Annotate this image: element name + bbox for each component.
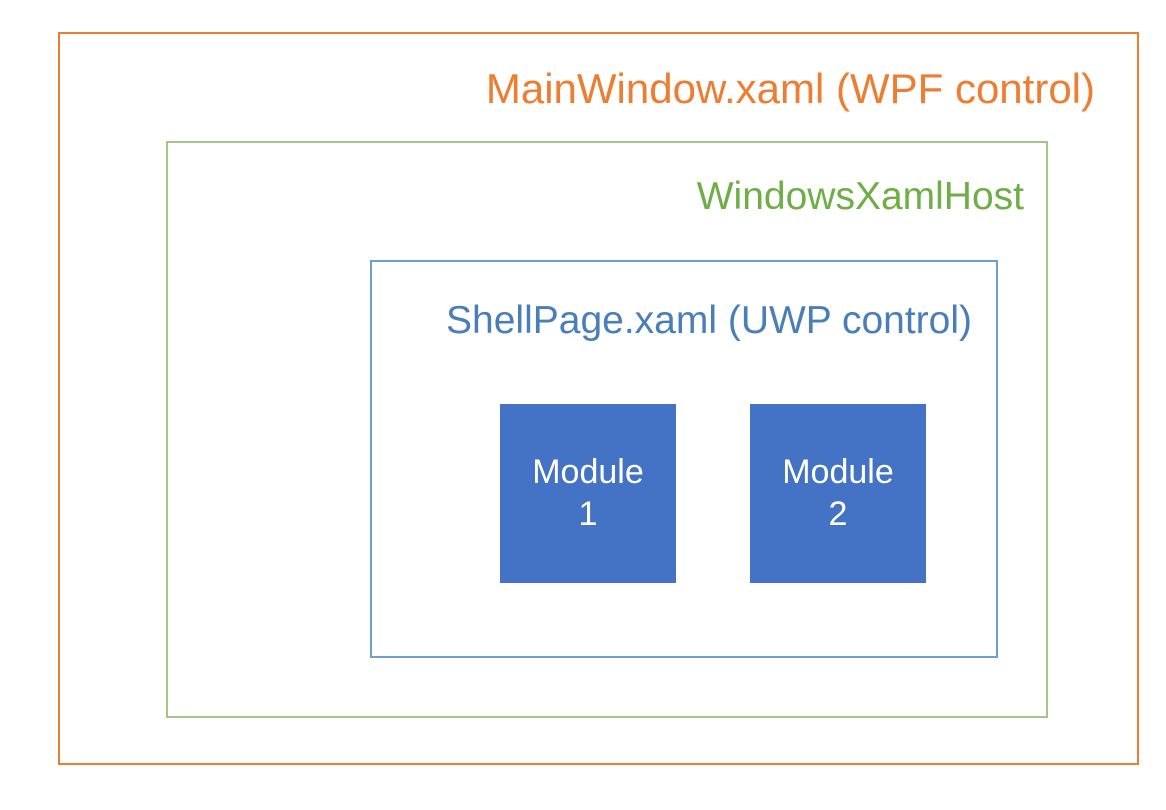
container-label-windowsxamlhost: WindowsXamlHost (696, 175, 1024, 218)
module-1-label-line1: Module (532, 453, 644, 492)
container-label-mainwindow: MainWindow.xaml (WPF control) (485, 65, 1095, 112)
module-1-label-line2: 1 (578, 494, 598, 533)
container-label-shellpage: ShellPage.xaml (UWP control) (446, 299, 972, 342)
container-shellpage (370, 260, 998, 658)
container-mainwindow (58, 32, 1139, 765)
module-block-1: Module 1 (500, 404, 676, 583)
container-windowsxamlhost (166, 141, 1048, 718)
module-2-label-line2: 2 (828, 494, 848, 533)
module-block-2: Module 2 (750, 404, 926, 583)
module-2-label-line1: Module (782, 453, 894, 492)
